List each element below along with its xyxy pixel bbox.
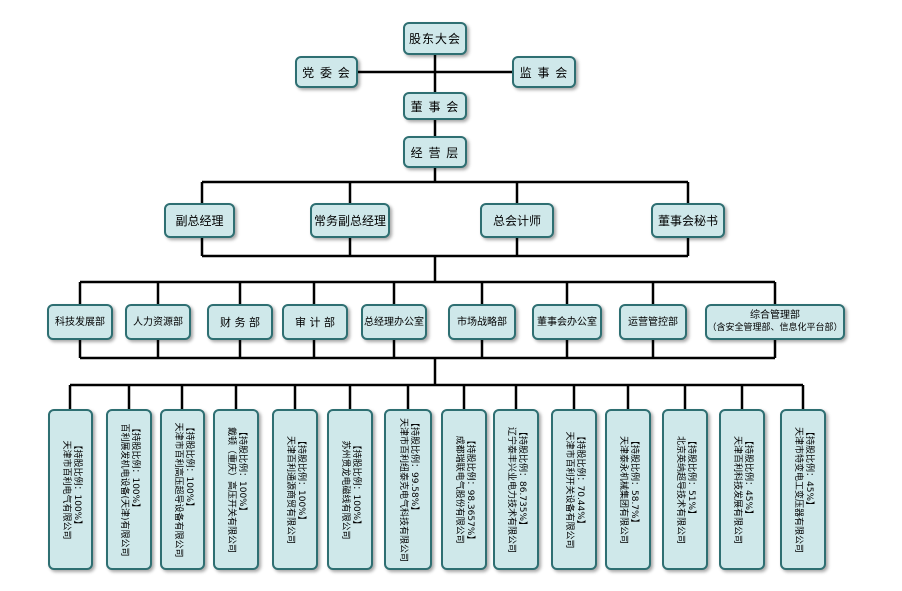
manager-label: 副总经理 [175, 214, 224, 228]
board-of-directors-box: 董 事 会 [403, 92, 467, 120]
subsidiary-stake: 【持股比例：100%】 [296, 435, 306, 525]
subsidiary-name: 戴顿（重庆）高压开关有限公司 [226, 426, 236, 553]
subsidiary-text: 【持股比例：99.58%】 天津市百利纽泰克电气科技有限公司 [397, 417, 419, 561]
subsidiary-stake: 【持股比例：45%】 [743, 435, 753, 519]
department-sublabel: （含安全管理部、信息化平台部） [707, 323, 843, 333]
department-label: 总经理办公室 [364, 316, 424, 328]
manager-box: 副总经理 [164, 203, 235, 238]
subsidiary-stake: 【持股比例：100%】 [351, 439, 361, 529]
management-label: 经 营 层 [410, 145, 460, 160]
subsidiary-text: 【持股比例：58.7%】 天津泰永机械集团有限公司 [617, 435, 639, 543]
subsidiary-text: 【持股比例：100%】 苏州贯龙电磁线有限公司 [339, 440, 361, 539]
subsidiary-name: 天津市百利纽泰克电气科技有限公司 [398, 417, 408, 562]
subsidiary-stake: 【持股比例：70.44%】 [575, 430, 585, 529]
subsidiary-box: 【持股比例：100%】 天津市百利高压超导设备有限公司 [160, 409, 205, 570]
department-label: 市场战略部 [457, 316, 507, 328]
subsidiary-box: 【持股比例：100%】 苏州贯龙电磁线有限公司 [327, 409, 373, 570]
department-box: 运营管控部 [619, 304, 687, 340]
department-label: 审 计 部 [295, 315, 335, 329]
subsidiary-name: 天津市百利电气有限公司 [60, 439, 71, 540]
manager-label: 董事会秘书 [657, 214, 718, 228]
subsidiary-text: 【持股比例：86.735%】 辽宁泰丰兴业电力技术有限公司 [505, 426, 527, 552]
subsidiary-box: 【持股比例：51%】 北京英纳超导技术有限公司 [662, 409, 708, 570]
department-box: 综合管理部 （含安全管理部、信息化平台部） [705, 304, 845, 340]
manager-label: 总会计师 [492, 214, 541, 228]
department-box: 人力资源部 [125, 304, 191, 340]
subsidiary-text: 【持股比例：100%】 戴顿（重庆）高压开关有限公司 [225, 426, 247, 552]
party-committee-box: 党 委 会 [295, 56, 358, 88]
subsidiary-text: 【持股比例：100%】 天津百利通源商贸有限公司 [284, 435, 306, 543]
subsidiary-stake: 【持股比例：100%】 [71, 439, 82, 529]
subsidiary-name: 成都瑞联电气股份有限公司 [454, 435, 464, 544]
department-label: 科技发展部 [55, 316, 105, 328]
subsidiary-text: 【持股比例：51%】 北京英纳超导技术有限公司 [674, 435, 696, 543]
department-label: 人力资源部 [133, 316, 183, 328]
subsidiary-name: 天津市百利高压超导设备有限公司 [172, 421, 183, 558]
subsidiary-stake: 【持股比例：100%】 [237, 426, 247, 516]
subsidiary-stake: 【持股比例：86.735%】 [517, 426, 527, 530]
board-of-directors-label: 董 事 会 [410, 99, 460, 114]
subsidiary-box: 【持股比例：58.7%】 天津泰永机械集团有限公司 [605, 409, 651, 570]
subsidiary-text: 【持股比例：45%】 天津百利科技发展有限公司 [731, 435, 753, 543]
shareholders-meeting-label: 股东大会 [408, 32, 461, 46]
subsidiary-box: 【持股比例：99.58%】 天津市百利纽泰克电气科技有限公司 [384, 409, 432, 570]
subsidiary-box: 【持股比例：98.3657%】 成都瑞联电气股份有限公司 [441, 409, 487, 570]
subsidiary-text: 【持股比例：45%】 天津市特变电工变压器有限公司 [792, 426, 814, 552]
supervisory-board-label: 监 事 会 [519, 65, 569, 80]
management-box: 经 营 层 [403, 136, 467, 168]
department-box: 董事会办公室 [532, 304, 602, 340]
subsidiary-box: 【持股比例：45%】 天津百利科技发展有限公司 [719, 409, 765, 570]
subsidiary-name: 百利展发机电设备(天津)有限公司 [119, 422, 129, 557]
subsidiary-name: 天津泰永机械集团有限公司 [618, 435, 628, 544]
subsidiary-stake: 【持股比例：100%】 [183, 421, 194, 511]
department-label: 运营管控部 [628, 316, 678, 328]
subsidiary-stake: 【持股比例：58.7%】 [629, 435, 639, 528]
manager-box: 常务副总经理 [310, 203, 390, 238]
subsidiary-stake: 【持股比例：99.58%】 [409, 417, 419, 515]
subsidiary-name: 天津百利科技发展有限公司 [732, 435, 742, 544]
subsidiary-name: 天津百利通源商贸有限公司 [285, 435, 295, 544]
subsidiary-name: 苏州贯龙电磁线有限公司 [340, 439, 350, 540]
department-label: 财 务 部 [220, 315, 260, 329]
department-label: 综合管理部 [750, 310, 800, 321]
department-box: 科技发展部 [47, 304, 113, 340]
subsidiary-box: 【持股比例：86.735%】 辽宁泰丰兴业电力技术有限公司 [493, 409, 539, 570]
subsidiary-text: 【持股比例：98.3657%】 成都瑞联电气股份有限公司 [453, 435, 475, 544]
subsidiary-box: 【持股比例：100%】 百利展发机电设备(天津)有限公司 [106, 409, 152, 570]
subsidiary-text: 【持股比例：70.44%】 天津市百利开关设备有限公司 [563, 431, 585, 548]
subsidiary-text: 【持股比例：100%】 百利展发机电设备(天津)有限公司 [118, 423, 140, 556]
subsidiary-name: 北京英纳超导技术有限公司 [675, 435, 685, 544]
department-box: 总经理办公室 [361, 304, 427, 340]
subsidiary-text: 【持股比例：100%】 天津市百利高压超导设备有限公司 [172, 422, 194, 557]
subsidiary-box: 【持股比例：100%】 天津百利通源商贸有限公司 [272, 409, 318, 570]
department-box: 财 务 部 [207, 304, 273, 340]
subsidiary-stake: 【持股比例：45%】 [804, 426, 814, 510]
manager-label: 常务副总经理 [313, 214, 386, 228]
subsidiary-name: 天津市百利开关设备有限公司 [564, 430, 574, 549]
subsidiary-text: 【持股比例：100%】 天津市百利电气有限公司 [60, 440, 82, 539]
subsidiary-box: 【持股比例：100%】 戴顿（重庆）高压开关有限公司 [213, 409, 259, 570]
subsidiary-stake: 【持股比例：98.3657%】 [465, 435, 475, 544]
subsidiary-box: 【持股比例：70.44%】 天津市百利开关设备有限公司 [551, 409, 597, 570]
manager-box: 总会计师 [480, 203, 554, 238]
subsidiary-name: 天津市特变电工变压器有限公司 [793, 426, 803, 553]
department-box: 审 计 部 [282, 304, 348, 340]
subsidiary-stake: 【持股比例：51%】 [686, 435, 696, 519]
party-committee-label: 党 委 会 [302, 65, 351, 80]
department-label: 董事会办公室 [537, 316, 597, 328]
shareholders-meeting-box: 股东大会 [403, 22, 467, 55]
subsidiary-stake: 【持股比例：100%】 [130, 422, 140, 512]
subsidiary-box: 【持股比例：45%】 天津市特变电工变压器有限公司 [780, 409, 826, 570]
subsidiary-name: 辽宁泰丰兴业电力技术有限公司 [506, 426, 516, 553]
subsidiary-box: 【持股比例：100%】 天津市百利电气有限公司 [48, 409, 93, 570]
manager-box: 董事会秘书 [651, 203, 725, 238]
department-box: 市场战略部 [448, 304, 516, 340]
supervisory-board-box: 监 事 会 [512, 56, 576, 88]
